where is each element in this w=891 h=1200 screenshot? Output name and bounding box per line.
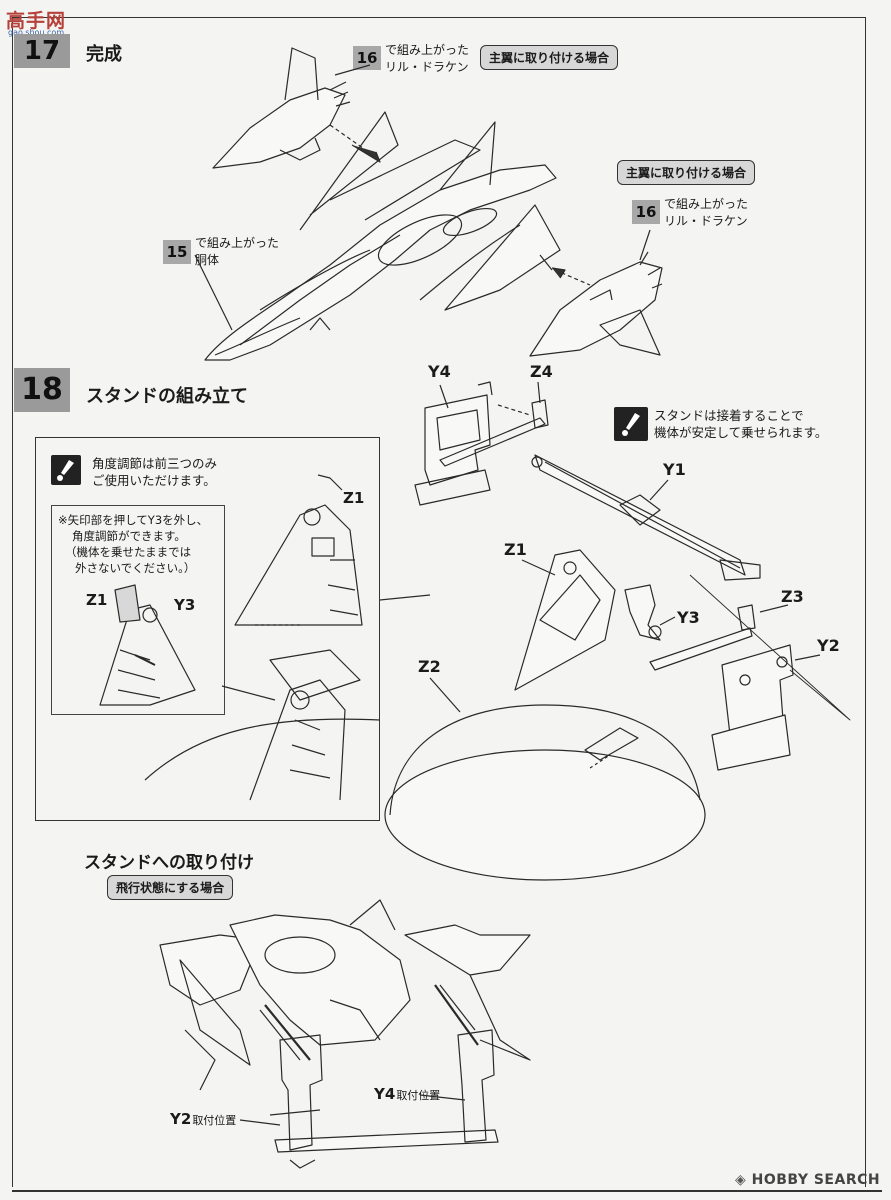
- stand-y1-drawing: [531, 454, 761, 581]
- stand-z3-drawing: [649, 604, 756, 671]
- footer-logo-icon: ◈: [735, 1172, 752, 1188]
- label-y2: Y2: [817, 636, 840, 655]
- step-17-callout-top-line1: で組み上がった: [385, 43, 470, 57]
- inset-stand-closeup-drawing: [144, 649, 381, 801]
- label-z1: Z1: [504, 540, 527, 559]
- stand-y3-drawing: [624, 584, 662, 641]
- hint-icon: [51, 455, 81, 485]
- lil-draken-right-drawing: [529, 251, 663, 357]
- step-18-hint-inset-line2: ご使用いただけます。: [92, 473, 216, 488]
- step-17-tag-right: 主翼に取り付ける場合: [617, 160, 756, 185]
- label-inset-z1: Z1: [343, 489, 365, 507]
- stand-z4-drawing: [439, 399, 549, 467]
- inset-y3-detail-drawing: [99, 584, 196, 706]
- mount-title: スタンドへの取り付け: [84, 853, 254, 873]
- stand-z2-base-drawing: [384, 704, 706, 881]
- stand-y2-drawing: [711, 644, 794, 771]
- note-line2: 角度調節ができます。: [72, 529, 186, 543]
- site-watermark: 高手网: [6, 10, 67, 32]
- label-z4: Z4: [530, 362, 553, 381]
- step-17-number: 17: [14, 34, 70, 68]
- page-frame: [12, 17, 866, 1187]
- inset-z1-detail-drawing: [234, 504, 363, 626]
- label-y3: Y3: [677, 608, 700, 627]
- fighter-body-drawing: [204, 111, 561, 361]
- mount-tag: 飛行状態にする場合: [107, 875, 234, 900]
- step-17-callout-right-line2: リル・ドラケン: [664, 214, 748, 228]
- step-17-part-16-right: 16: [632, 200, 660, 224]
- step-17-callout-body-line2: 胴体: [195, 253, 220, 267]
- step-18-hint-right-line2: 機体が安定して乗せられます。: [654, 425, 828, 440]
- label-inset2-y3: Y3: [174, 596, 196, 614]
- mounted-aircraft-drawing: [159, 899, 531, 1091]
- bottom-rule: [12, 1190, 882, 1192]
- site-watermark-url: gao.shou.com: [8, 28, 65, 37]
- label-y2-mount-sub: 取付位置: [192, 1114, 237, 1127]
- label-y4-mount: Y4取付位置: [374, 1085, 440, 1103]
- hint-icon: [614, 407, 648, 441]
- label-y2-mount: Y2取付位置: [170, 1110, 236, 1128]
- step-18-hint-right-line1: スタンドは接着することで: [654, 408, 804, 423]
- label-y1: Y1: [663, 460, 686, 479]
- stand-y4-drawing: [414, 381, 493, 506]
- mount-stand-drawing: [269, 1029, 499, 1169]
- stand-z1-drawing: [514, 549, 616, 691]
- step-18-hint-inset-line1: 角度調節は前三つのみ: [92, 456, 218, 471]
- step-17-callout-top-line2: リル・ドラケン: [385, 60, 469, 74]
- label-inset2-z1: Z1: [86, 591, 108, 609]
- footer-brand-text: HOBBY SEARCH: [751, 1172, 881, 1188]
- label-y4-mount-sub: 取付位置: [396, 1089, 441, 1102]
- step-17-tag-top: 主翼に取り付ける場合: [480, 45, 619, 70]
- label-y2-mount-text: Y2: [170, 1110, 192, 1128]
- step-17-callout-right-line1: で組み上がった: [664, 197, 749, 211]
- step-17-part-15: 15: [163, 240, 191, 264]
- label-y4: Y4: [428, 362, 451, 381]
- angle-adjust-inset: [35, 437, 380, 821]
- label-z2: Z2: [418, 657, 441, 676]
- step-18-number: 18: [14, 368, 70, 412]
- step-18-title: スタンドの組み立て: [86, 386, 248, 407]
- note-line3: （機体を乗せたままでは: [65, 545, 192, 559]
- note-line1: ※矢印部を押してY3を外し、: [58, 513, 209, 527]
- lil-draken-top-drawing: [212, 47, 381, 169]
- step-17-callout-body-line1: で組み上がった: [195, 236, 280, 250]
- note-line4: 外さないでください。）: [75, 561, 196, 575]
- footer-brand: ◈ HOBBY SEARCH: [735, 1172, 880, 1188]
- label-z3: Z3: [781, 587, 804, 606]
- angle-adjust-detail-box: [51, 505, 225, 715]
- label-y4-mount-text: Y4: [374, 1085, 396, 1103]
- step-17-title: 完成: [86, 44, 122, 65]
